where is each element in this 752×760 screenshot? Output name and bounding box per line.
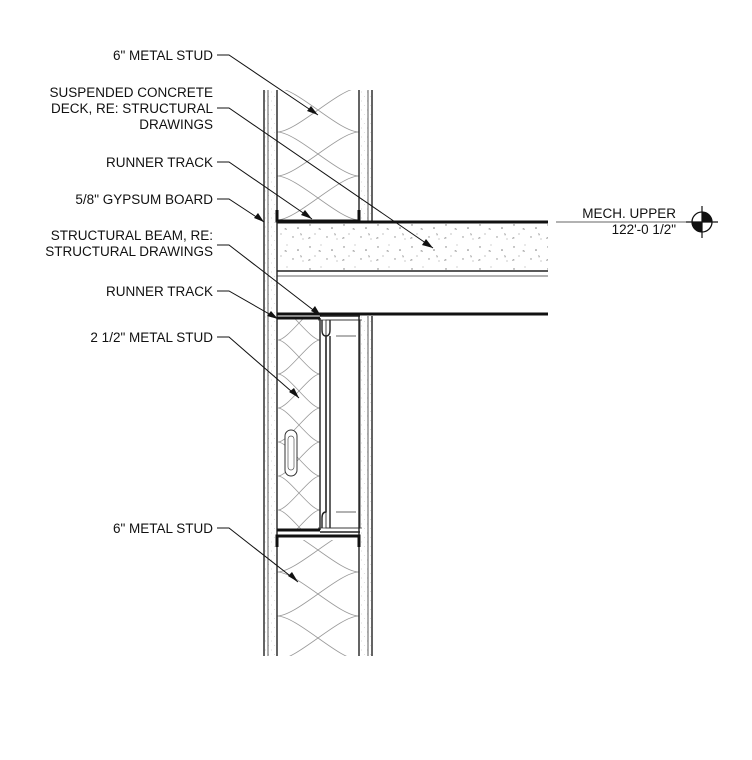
level-target-icon bbox=[686, 206, 718, 238]
label-deck-line-1: SUSPENDED CONCRETE bbox=[49, 85, 213, 100]
upper-right-gypsum bbox=[359, 90, 372, 221]
annotation-labels: 6" METAL STUD SUSPENDED CONCRETE DECK, R… bbox=[45, 48, 213, 536]
left-gypsum-continuous bbox=[263, 221, 277, 316]
middle-left-gypsum bbox=[264, 316, 277, 532]
leader-arrowheads bbox=[254, 106, 433, 582]
right-gypsum-mid bbox=[359, 316, 373, 532]
label-deck-line-2: DECK, RE: STRUCTURAL bbox=[51, 101, 214, 116]
level-marker: MECH. UPPER 122'-0 1/2" bbox=[556, 206, 718, 238]
runner-track-bottom bbox=[275, 534, 361, 547]
label-stud-mid: 2 1/2" METAL STUD bbox=[90, 330, 213, 345]
deck-slab bbox=[277, 221, 548, 271]
upper-left-gypsum bbox=[264, 90, 277, 221]
concrete-deck bbox=[276, 220, 548, 316]
upper-wall bbox=[263, 90, 373, 223]
stud-knockout bbox=[284, 429, 298, 477]
level-name: MECH. UPPER bbox=[582, 206, 676, 221]
upper-insulation bbox=[277, 90, 359, 221]
label-runner-mid: RUNNER TRACK bbox=[106, 284, 213, 299]
structural-beam bbox=[318, 315, 362, 533]
label-stud-bottom: 6" METAL STUD bbox=[113, 521, 213, 536]
level-elevation: 122'-0 1/2" bbox=[612, 222, 677, 237]
label-deck-line-3: DRAWINGS bbox=[139, 117, 213, 132]
label-gypsum: 5/8" GYPSUM BOARD bbox=[75, 192, 213, 207]
label-beam-line-1: STRUCTURAL BEAM, RE: bbox=[51, 228, 213, 243]
leader-lines bbox=[217, 54, 434, 583]
label-runner-top: RUNNER TRACK bbox=[106, 155, 213, 170]
label-stud-top: 6" METAL STUD bbox=[113, 48, 213, 63]
lower-insulation bbox=[277, 540, 359, 656]
lower-wall bbox=[263, 532, 373, 656]
middle-insulation bbox=[278, 318, 320, 530]
middle-wall bbox=[263, 316, 321, 532]
label-beam-line-2: STRUCTURAL DRAWINGS bbox=[45, 244, 213, 259]
